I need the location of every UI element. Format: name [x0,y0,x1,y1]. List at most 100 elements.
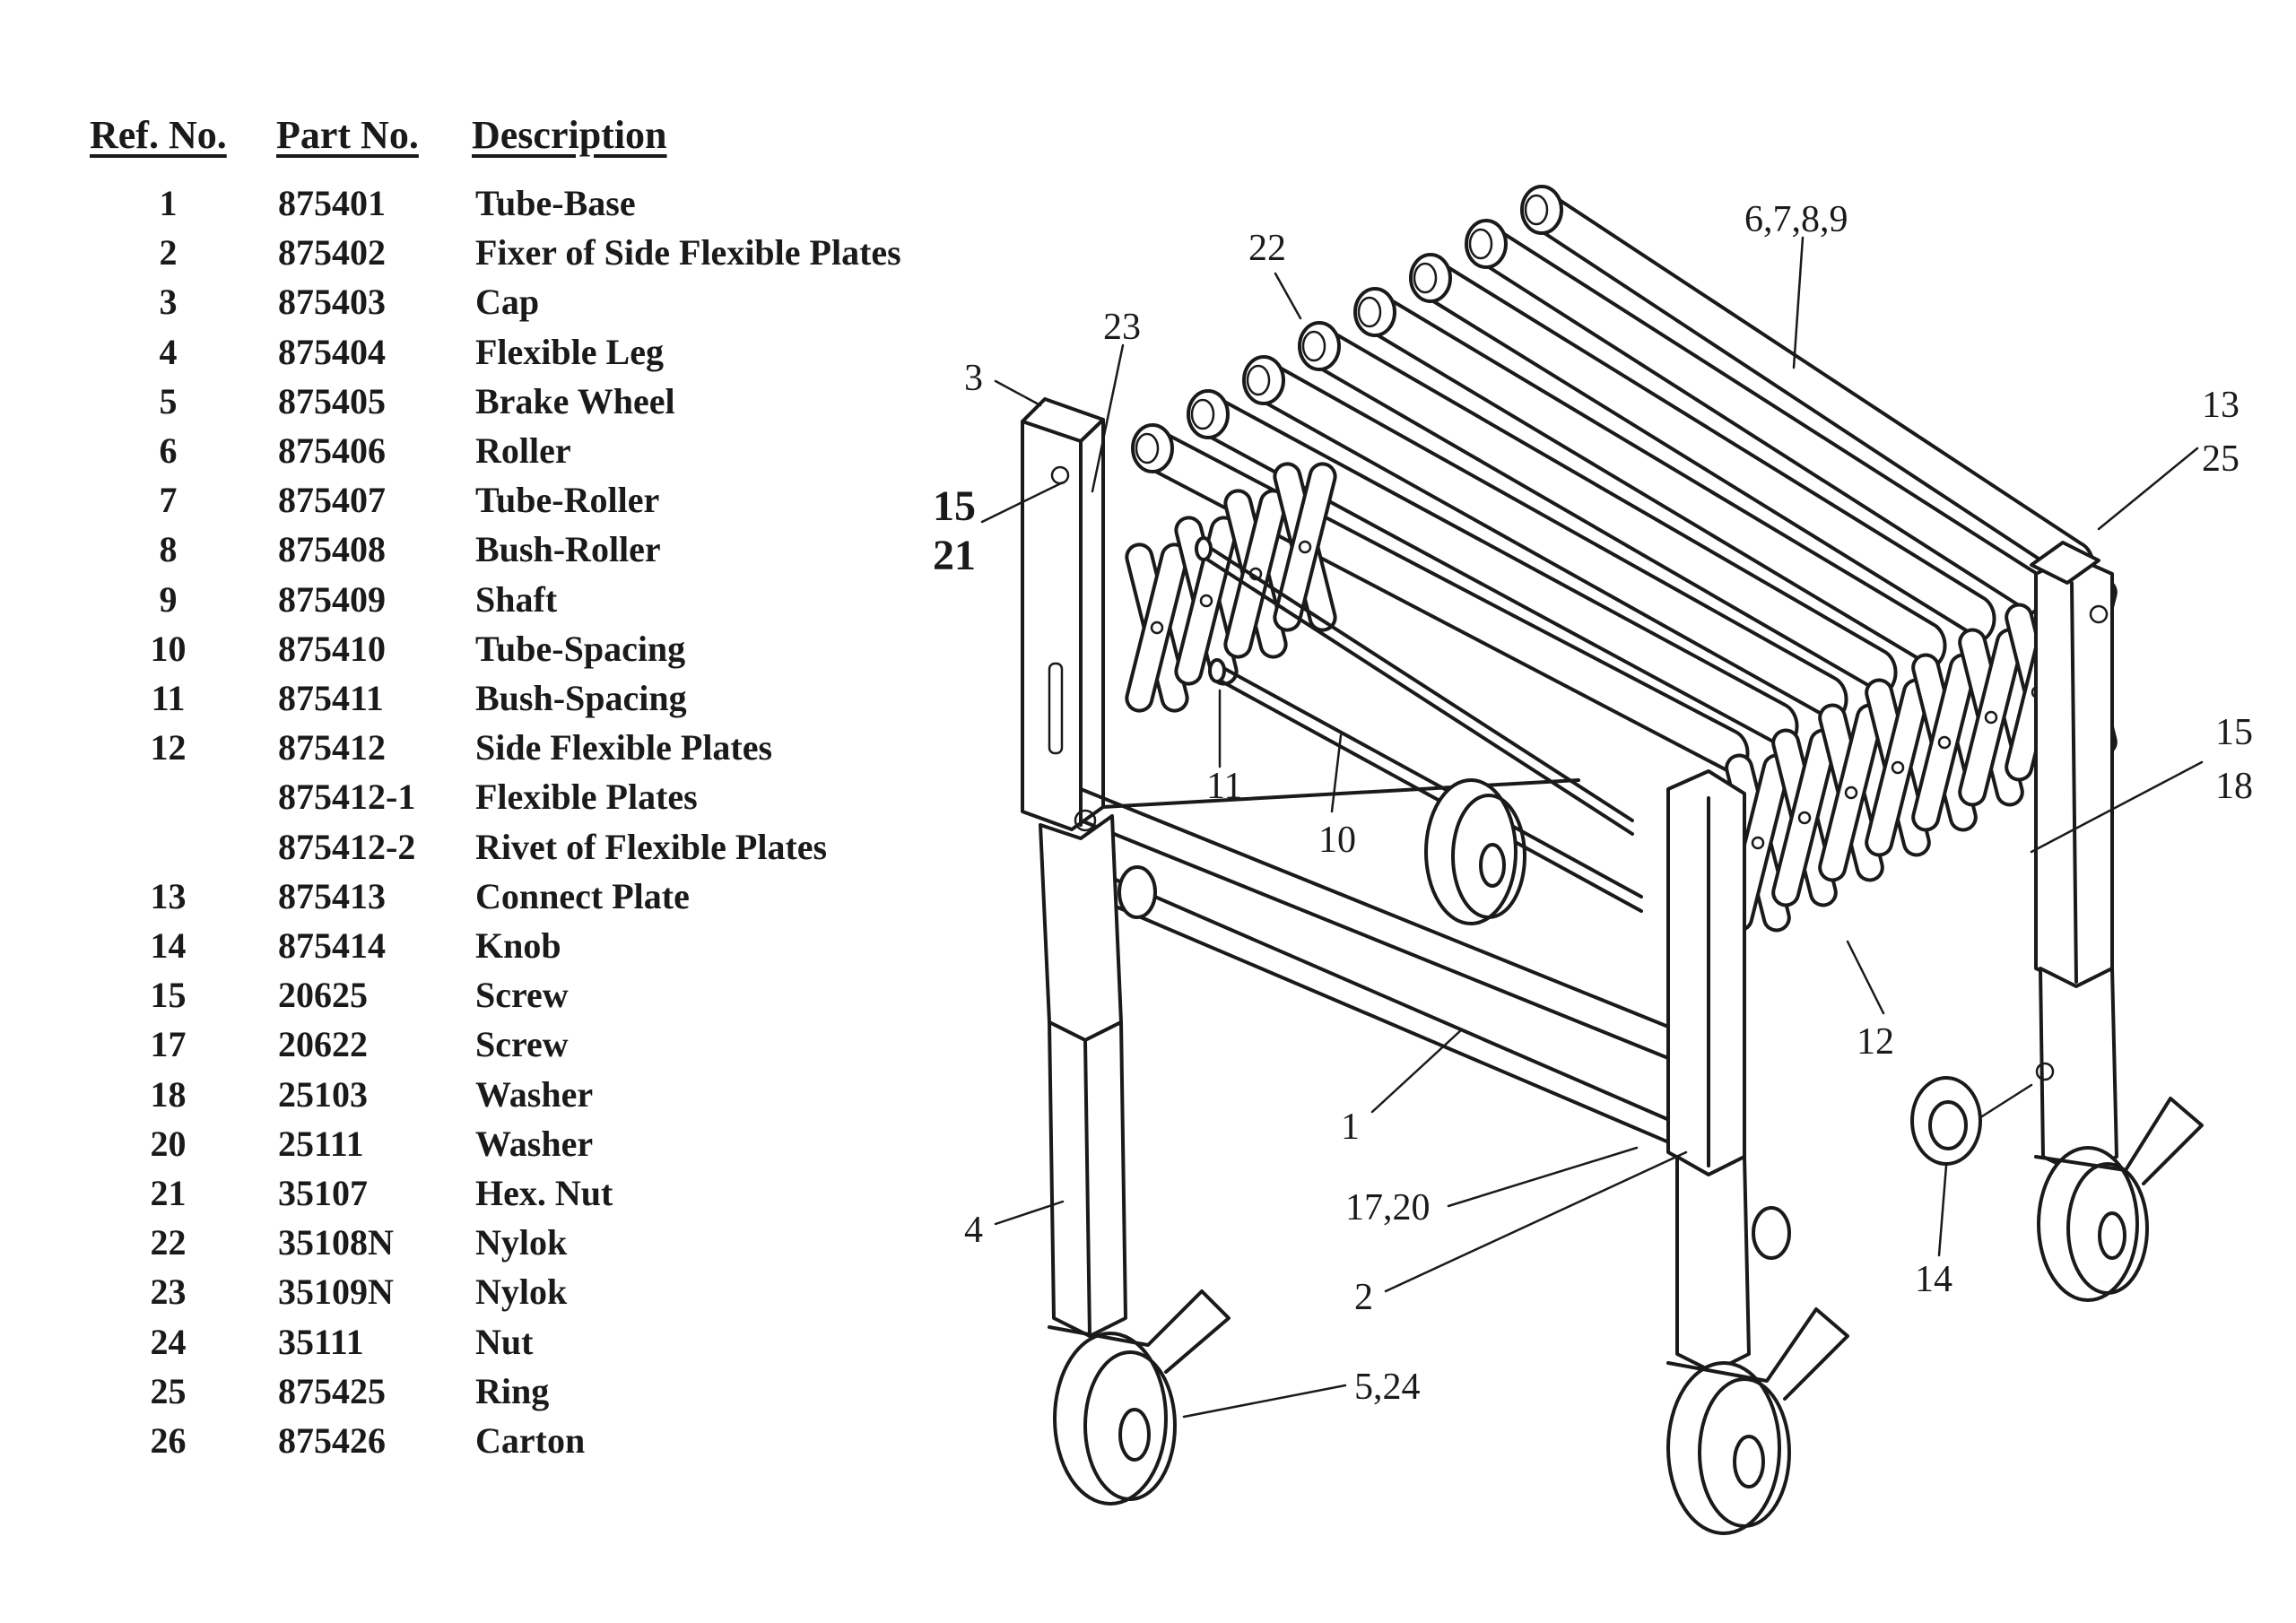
callout-14: 14 [1915,1259,1952,1300]
part-no-cell: 875412-2 [278,826,416,867]
ref-no-cell: 7 [159,480,178,521]
description-cell: Side Flexible Plates [475,727,773,768]
callout-15-left: 15 [933,482,976,530]
header-ref-no: Ref. No. [90,113,227,157]
part-no-cell: 875404 [278,331,386,372]
description-cell: Cap [475,282,540,323]
flexible-legs [1039,554,2118,1374]
part-no-cell: 35111 [278,1321,364,1362]
callout-524: 5,24 [1354,1367,1421,1408]
callout-11: 11 [1206,766,1242,807]
part-no-cell: 875411 [278,678,384,718]
description-cell: Hex. Nut [475,1173,613,1213]
ref-no-cell: 11 [151,678,186,718]
callout-10: 10 [1318,820,1356,861]
brake-wheels [1048,778,2204,1535]
roller [1520,185,2095,588]
ref-no-cell: 13 [150,875,187,916]
ref-no-cell: 18 [150,1073,187,1115]
part-no-cell: 875402 [278,232,386,273]
parts-row: 4 875404 Flexible Leg [90,331,987,380]
description-cell: Nylok [475,1271,568,1313]
knob-left-leg [1118,865,1157,919]
ref-no-cell: 23 [150,1271,187,1313]
description-cell: Fixer of Side Flexible Plates [475,232,901,273]
ref-no-cell: 25 [150,1370,187,1411]
ref-no-cell: 6 [159,430,178,471]
callout-15-right: 15 [2215,712,2253,753]
description-cell: Carton [475,1420,586,1461]
rivet [1199,594,1213,608]
part-no-cell: 35107 [278,1173,368,1213]
callout-18: 18 [2215,766,2253,807]
part-no-cell: 20625 [278,975,368,1016]
parts-row: 11 875411 Bush-Spacing [90,677,987,726]
parts-row: 13 875413 Connect Plate [90,875,987,924]
part-no-cell: 20622 [278,1024,368,1065]
ref-no-cell: 1 [159,183,178,223]
part-no-cell: 875425 [278,1370,386,1411]
description-cell: Flexible Leg [475,331,664,372]
right-rear-cap [2030,541,2109,624]
description-cell: Connect Plate [475,875,690,916]
rivet [1844,785,1858,800]
parts-row: 7 875407 Tube-Roller [90,479,987,528]
base-frame [1079,778,1683,1150]
description-cell: Knob [475,925,561,966]
description-cell: Brake Wheel [475,380,675,421]
header-part-no: Part No. [276,113,419,157]
part-no-cell: 35108N [278,1222,394,1263]
callout-22: 22 [1248,228,1286,269]
rivet [1984,710,1998,725]
description-cell: Tube-Roller [475,480,660,521]
part-no-cell: 875407 [278,480,386,521]
part-no-cell: 35109N [278,1271,394,1313]
callout-25: 25 [2202,438,2239,480]
rivet [1298,540,1312,554]
ref-no-cell: 14 [150,925,187,966]
callout-12: 12 [1857,1021,1894,1063]
flexible-plate-link [1125,542,1189,713]
ref-no-cell: 15 [150,975,187,1016]
part-no-cell: 875405 [278,380,386,421]
description-cell: Screw [475,1024,569,1065]
callout-3: 3 [964,358,983,399]
ref-no-cell: 4 [159,331,178,372]
ref-no-cell: 26 [150,1420,187,1461]
rivet [1150,621,1164,635]
ref-no-cell: 17 [150,1024,187,1065]
flexible-plate-link [1273,462,1337,632]
leader-lines [980,236,2204,1419]
ref-no-cell: 3 [159,282,178,323]
part-no-cell: 875401 [278,183,386,223]
ref-no-cell: 9 [159,578,178,620]
description-cell: Shaft [475,578,558,620]
description-cell: Washer [475,1123,594,1164]
rivet [1797,811,1812,825]
knobs [1118,865,2055,1260]
wheel-back-left [1424,778,1526,925]
callout-6789: 6,7,8,9 [1744,199,1848,240]
callout-labels: 22 6,7,8,9 23 3 13 25 15 21 11 10 15 18 … [933,199,2253,1408]
description-cell: Nylok [475,1222,568,1263]
callout-1: 1 [1341,1107,1360,1148]
header-description: Description [472,113,667,157]
description-cell: Bush-Spacing [475,678,687,718]
part-no-cell: 875412 [278,727,386,768]
part-no-cell: 875413 [278,875,386,916]
rivet [1937,735,1952,750]
